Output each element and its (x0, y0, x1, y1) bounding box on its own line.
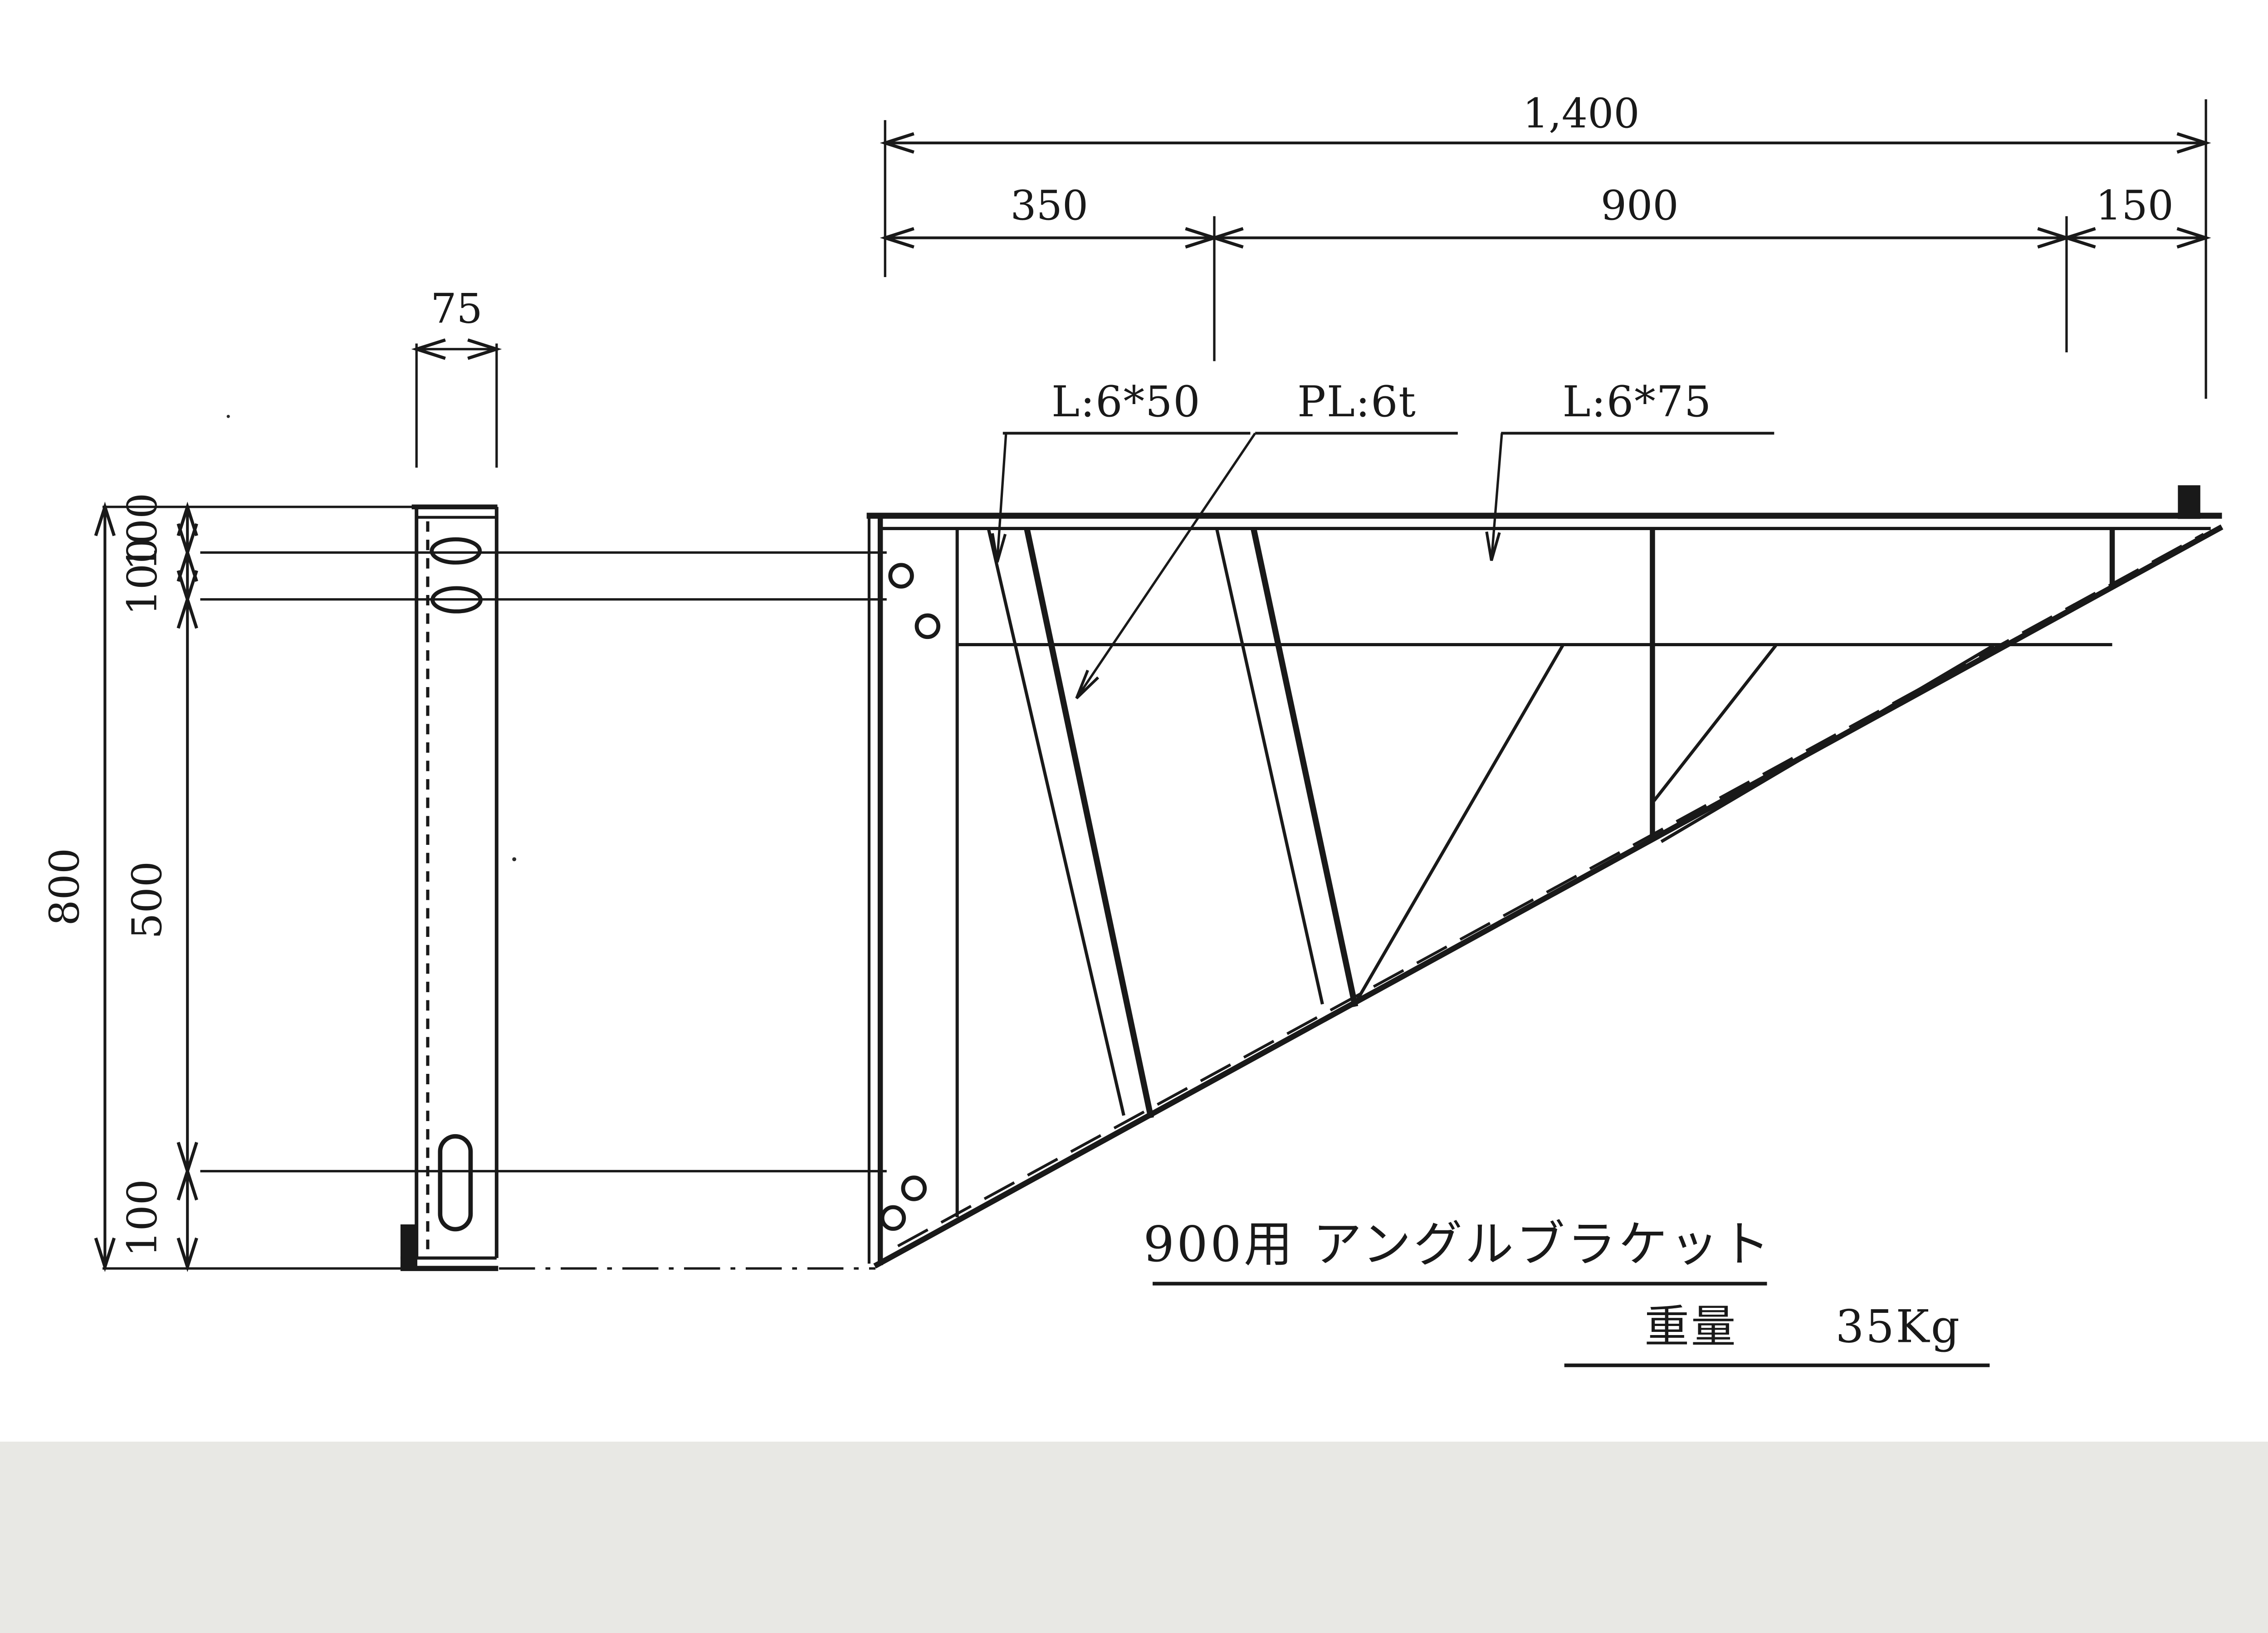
dim-75-arrow-right (467, 338, 502, 360)
chain-arrow-top (176, 502, 198, 536)
footer-block: 900用 アングルブラケット 重量 35Kg (1143, 1216, 1990, 1367)
drawing-sheet: 75 800 100 100 500 100 (0, 0, 2268, 1442)
leader-angle-large (1490, 433, 1503, 561)
seg-arrow-right-end (2176, 227, 2211, 249)
dim-top-rows: 1,400 350 900 150 (880, 90, 2211, 399)
scan-speck-2 (226, 414, 230, 418)
chain-100-c: 100 (118, 1179, 166, 1257)
chain-arrow-3b (176, 1165, 198, 1201)
side-bottom-slot (438, 1134, 473, 1232)
leader-angle-small-arrow (991, 533, 1007, 563)
dim-900-value: 900 (1601, 182, 1679, 229)
side-view (400, 504, 499, 1271)
bolt-hole-top-2 (914, 613, 941, 639)
leader-angle-large-arrow (1485, 531, 1501, 561)
chain-100-a: 100 (118, 493, 166, 571)
seg-arrow-1250-b (2061, 227, 2096, 249)
leader-angle-small (996, 433, 1007, 561)
drawing-title: 900用 アングルブラケット (1143, 1216, 1772, 1273)
leader-plate-arrow (1075, 669, 1100, 700)
truss-diagonal-1-left (987, 528, 1125, 1116)
truss-hypotenuse-inner (897, 533, 2204, 1248)
bolt-hole-bottom-1 (901, 1175, 927, 1201)
truss-hypotenuse (873, 524, 2224, 1269)
leader-plate (1075, 432, 1256, 699)
dim-75-value: 75 (430, 285, 483, 333)
dim-75-arrow-left (411, 338, 446, 360)
side-plate-foot-flange (400, 1224, 418, 1269)
weight-label: 重量 (1644, 1301, 1737, 1353)
chain-100-b: 100 (118, 537, 166, 615)
part-labels: L:6*50 PL:6t L:6*75 (991, 377, 1774, 700)
truss-diagonal-2-left (1215, 528, 1324, 1005)
truss-tip-stub (2178, 485, 2200, 519)
paper-background (0, 0, 2268, 1442)
dim-350-value: 350 (1010, 182, 1088, 229)
truss-diagonal-1-right (1024, 528, 1154, 1119)
front-view-truss (866, 485, 2224, 1269)
weight-value: 35Kg (1836, 1301, 1961, 1353)
bolt-hole-top-1 (888, 563, 914, 589)
dim-total-arrow-right (2176, 132, 2211, 154)
chain-arrow-bottom (176, 1237, 198, 1272)
bolt-hole-bottom-2 (880, 1205, 906, 1231)
side-slot-hole-upper (430, 537, 482, 565)
truss-diagonal-3 (1354, 644, 1564, 1004)
label-angle-large: L:6*75 (1563, 377, 1712, 427)
dim-800-value: 800 (41, 848, 88, 926)
seg-arrow-left-end (880, 227, 914, 249)
chain-arrow-1b (176, 547, 198, 582)
label-plate: PL:6t (1297, 377, 1417, 427)
dim-150-value: 150 (2096, 182, 2174, 229)
chain-arrow-2b (176, 594, 198, 629)
dim-total-arrow-left (880, 132, 914, 154)
label-angle-small: L:6*50 (1051, 377, 1201, 427)
truss-short-brace-2 (1660, 644, 1994, 843)
truss-diagonal-2-right (1251, 528, 1359, 1008)
dim-left-column: 800 100 100 500 100 (41, 493, 887, 1272)
scan-speck-1 (512, 857, 517, 862)
dim-800-arrow-top (94, 502, 116, 536)
truss-short-brace-1 (1652, 644, 1777, 802)
chain-500: 500 (123, 861, 171, 939)
seg-arrow-350-b (1209, 227, 1244, 249)
dim-width-75: 75 (411, 285, 502, 468)
dim-total-value: 1,400 (1523, 90, 1640, 137)
dim-800-arrow-bottom (94, 1237, 116, 1272)
